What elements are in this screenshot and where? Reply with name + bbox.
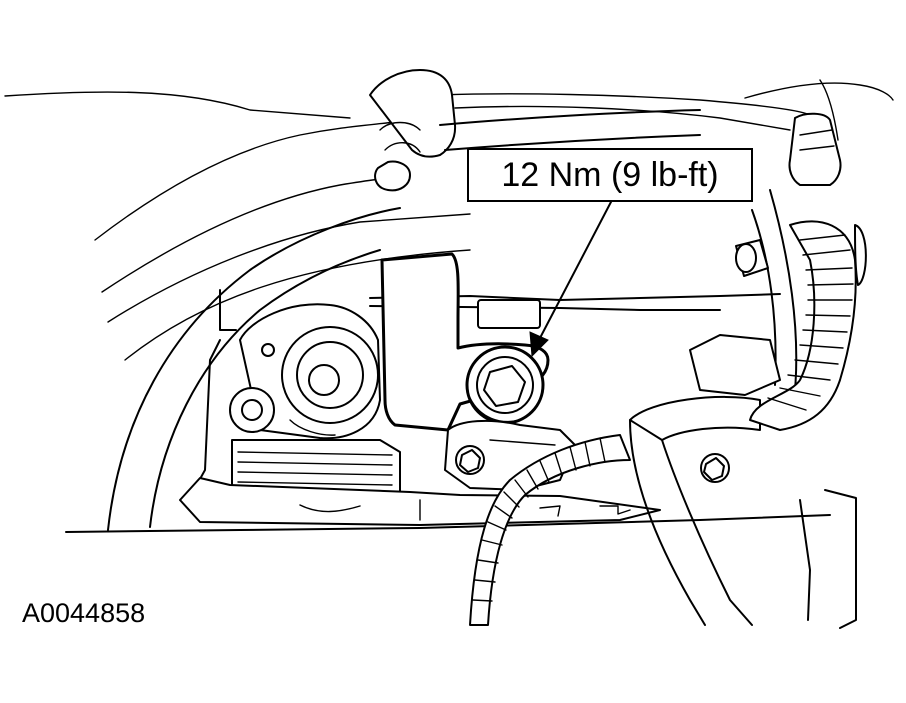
upper-hose bbox=[369, 69, 701, 192]
left-pulley bbox=[229, 303, 381, 440]
figure-id: A0044858 bbox=[22, 598, 146, 628]
sensor-plug bbox=[735, 239, 769, 277]
left-shroud bbox=[107, 207, 401, 531]
right-nut bbox=[700, 453, 730, 483]
wiring-harness-right bbox=[749, 220, 867, 431]
oil-pan-flange bbox=[65, 477, 857, 629]
torque-callout: 12 Nm (9 lb-ft) bbox=[467, 148, 753, 202]
right-coolant-hose bbox=[751, 112, 842, 391]
engine-block bbox=[194, 289, 781, 489]
coolant-tube bbox=[629, 395, 761, 626]
leader-arrow bbox=[529, 199, 613, 358]
torque-bolt bbox=[465, 345, 545, 425]
wiring-harness-left bbox=[469, 434, 631, 626]
background-panel-lines bbox=[4, 79, 894, 361]
